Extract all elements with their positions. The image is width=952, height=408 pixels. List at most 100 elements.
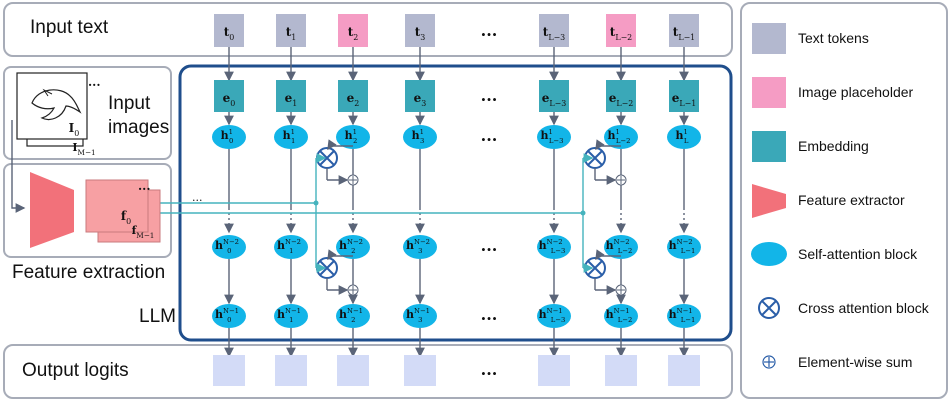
input-images-panel — [3, 66, 172, 160]
self-attention-block — [403, 125, 437, 149]
embedding-label: eL−3 — [542, 91, 567, 108]
self-attention-block — [604, 235, 638, 259]
feature-extraction-label: Feature extraction — [12, 262, 166, 283]
legend-label-element-sum: Element-wise sum — [798, 354, 912, 370]
feature-extractor-shape — [30, 172, 74, 248]
dolphin-sketch — [31, 89, 82, 121]
self-attention-block — [667, 304, 701, 328]
image-to-extractor-arrow — [11, 120, 26, 213]
self-attention-block — [403, 304, 437, 328]
embedding-box — [405, 80, 435, 112]
legend-label-image-placeholder: Image placeholder — [798, 84, 914, 100]
output-logit — [213, 355, 245, 386]
output-logits-panel — [3, 344, 733, 399]
text-token — [214, 14, 244, 47]
output-logits-label: Output logits — [22, 360, 129, 381]
token-label: t2 — [348, 25, 359, 42]
feature-label-front: f0 — [121, 209, 131, 226]
self-attention-block — [212, 304, 246, 328]
legend-label-cross-attention: Cross attention block — [798, 300, 930, 316]
embedding-box — [276, 80, 306, 112]
legend-swatch-embedding — [752, 131, 786, 162]
self-attention-block — [537, 235, 571, 259]
legend-swatch-text-token — [752, 23, 786, 54]
attention-to-cross-arrow — [595, 249, 605, 261]
embedding-box — [669, 80, 699, 112]
column-ellipsis: ... — [481, 86, 498, 105]
feature-junction — [313, 200, 319, 206]
embedding-box — [338, 80, 368, 112]
legend-label-embedding: Embedding — [798, 138, 869, 154]
output-logit — [605, 355, 637, 386]
self-attention-block — [336, 235, 370, 259]
embedding-label: eL−2 — [609, 91, 634, 108]
token-label: t1 — [286, 25, 297, 42]
token-label: tL−2 — [610, 25, 632, 42]
self-attention-block — [336, 304, 370, 328]
legend-label-text-token: Text tokens — [798, 30, 869, 46]
text-token — [669, 14, 699, 47]
self-attention-block — [604, 125, 638, 149]
output-logit — [538, 355, 570, 386]
input-text-panel — [3, 2, 733, 57]
self-attention-block — [537, 304, 571, 328]
input-text-label: Input text — [30, 17, 109, 38]
self-attention-block — [604, 304, 638, 328]
feature-ellipsis: ... — [192, 191, 203, 204]
self-attention-block — [274, 304, 308, 328]
feature-junction — [580, 210, 586, 216]
legend-swatch-feature-extractor — [752, 184, 786, 218]
attention-to-cross-arrow — [327, 139, 337, 151]
output-logit — [337, 355, 369, 386]
legend-swatch-image-placeholder — [752, 77, 786, 108]
column-ellipsis: ... — [481, 305, 498, 324]
embedding-label: e1 — [285, 91, 298, 108]
self-attention-block — [212, 125, 246, 149]
feature-label-back: fM−1 — [132, 224, 155, 240]
image-label-front: I0 — [69, 121, 80, 138]
column-ellipsis: ... — [481, 360, 498, 379]
self-attention-block — [274, 125, 308, 149]
legend-swatch-self-attention — [751, 242, 787, 266]
embedding-box — [539, 80, 569, 112]
column-ellipsis: ... — [481, 21, 498, 40]
self-attention-block — [212, 235, 246, 259]
output-logit — [668, 355, 700, 386]
attention-to-cross-arrow — [327, 249, 337, 261]
input-images-label: Input images — [108, 93, 170, 138]
token-label: t3 — [415, 25, 426, 42]
llm-label: LLM — [139, 306, 176, 327]
self-attention-block — [336, 125, 370, 149]
text-token — [539, 14, 569, 47]
column-ellipsis: ... — [481, 126, 498, 145]
feature-map-ellipsis: ... — [138, 179, 151, 193]
embedding-box — [606, 80, 636, 112]
text-token — [276, 14, 306, 47]
column-ellipsis: ... — [481, 236, 498, 255]
self-attention-block — [667, 235, 701, 259]
token-label: tL−3 — [543, 25, 565, 42]
attention-to-cross-arrow — [595, 139, 605, 151]
image-placeholder-token — [606, 14, 636, 47]
embedding-label: eL−1 — [672, 91, 697, 108]
embedding-box — [214, 80, 244, 112]
embedding-label: e3 — [414, 91, 427, 108]
embedding-label: e0 — [223, 91, 236, 108]
dolphin-fin — [42, 88, 53, 97]
